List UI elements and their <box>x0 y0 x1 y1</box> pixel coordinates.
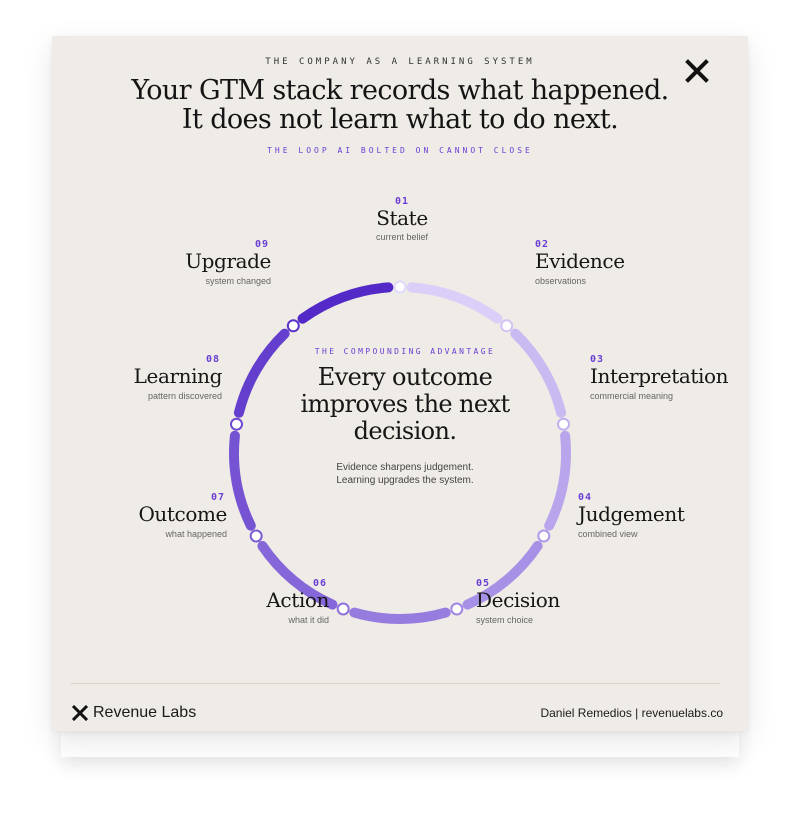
loop-node-dot <box>450 602 464 616</box>
step-description: current belief <box>375 232 429 242</box>
loop-node-dot <box>336 602 350 616</box>
brand-logo[interactable]: Revenue Labs <box>71 704 196 722</box>
step-title: Evidence <box>535 249 625 273</box>
step-description: what it did <box>288 615 329 625</box>
infographic-card: THE COMPANY AS A LEARNING SYSTEM Your GT… <box>52 36 748 731</box>
step-title: Decision <box>476 588 560 612</box>
x-icon[interactable] <box>685 59 709 83</box>
eyebrow: THE COMPANY AS A LEARNING SYSTEM <box>265 57 535 67</box>
center-body: Evidence sharpens judgement. Learning up… <box>262 461 548 487</box>
step-description: observations <box>535 276 587 286</box>
footer-divider <box>71 683 720 684</box>
step-number: 09 <box>254 239 269 250</box>
center-headline: Every outcome improves the next decision… <box>262 364 548 445</box>
loop-arc <box>297 282 394 324</box>
step-description: what happened <box>165 529 227 539</box>
loop-arc <box>462 540 543 610</box>
step-number: 06 <box>312 578 327 589</box>
step-title: Outcome <box>138 502 227 526</box>
card-shadow <box>61 727 739 757</box>
loop-arc <box>229 430 256 531</box>
loop-arc <box>257 540 338 610</box>
step-number: 04 <box>578 492 593 503</box>
step-number: 02 <box>535 239 550 250</box>
step-number: 03 <box>590 354 605 365</box>
center-headline-line: improves the next <box>300 390 511 418</box>
step-title: Interpretation <box>590 364 729 388</box>
loop-step-upgrade: 09 Upgrade system changed <box>185 239 271 286</box>
step-number: 01 <box>394 196 410 207</box>
loop-arc <box>406 282 503 324</box>
byline[interactable]: Daniel Remedios | revenuelabs.co <box>540 706 723 720</box>
x-logo-icon <box>71 705 89 721</box>
center-message: THE COMPOUNDING ADVANTAGE Every outcome … <box>262 347 548 487</box>
loop-arc <box>544 430 571 531</box>
loop-step-action: 06 Action what it did <box>266 578 329 625</box>
step-title: Action <box>266 588 329 612</box>
step-description: system changed <box>205 276 271 286</box>
center-kicker: THE COMPOUNDING ADVANTAGE <box>314 347 496 356</box>
loop-step-judgement: 04 Judgement combined view <box>578 492 685 539</box>
center-body-line: Evidence sharpens judgement. <box>336 462 474 473</box>
loop-step-evidence: 02 Evidence observations <box>535 239 625 286</box>
step-title: Judgement <box>578 502 685 526</box>
step-description: system choice <box>476 615 534 625</box>
loop-ring <box>229 280 571 624</box>
loop-step-state: 01 State current belief <box>352 196 452 242</box>
loop-node-dot <box>557 417 570 431</box>
step-title: Upgrade <box>185 249 271 273</box>
brand-name: Revenue Labs <box>93 704 197 721</box>
step-title: Learning <box>133 364 223 388</box>
headline-line: Your GTM stack records what happened. <box>131 75 669 106</box>
loop-step-interpretation: 03 Interpretation commercial meaning <box>590 354 729 401</box>
loop-node-dot <box>393 280 407 294</box>
center-headline-line: decision. <box>353 417 457 445</box>
step-title: State <box>376 206 428 230</box>
loop-node-dot <box>500 319 514 333</box>
loop-node-dot <box>537 529 551 543</box>
center-headline-line: Every outcome <box>317 363 493 391</box>
center-body-line: Learning upgrades the system. <box>336 475 474 486</box>
step-description: pattern discovered <box>147 391 222 401</box>
loop-arc <box>510 328 567 418</box>
page-title: Your GTM stack records what happened. It… <box>52 76 748 134</box>
loop-step-learning: 08 Learning pattern discovered <box>133 354 223 401</box>
loop-node-dot <box>230 417 243 431</box>
loop-node-dot <box>286 319 300 333</box>
loop-step-decision: 05 Decision system choice <box>476 578 560 625</box>
headline-line: It does not learn what to do next. <box>181 104 619 135</box>
step-number: 05 <box>476 578 491 589</box>
step-description: commercial meaning <box>590 391 674 401</box>
subhead: THE LOOP AI BOLTED ON CANNOT CLOSE <box>267 146 533 155</box>
loop-node-dot <box>249 529 263 543</box>
step-description: combined view <box>578 529 638 539</box>
loop-step-outcome: 07 Outcome what happened <box>138 492 227 539</box>
loop-arc <box>349 607 451 624</box>
step-number: 07 <box>210 492 225 503</box>
step-number: 08 <box>205 354 220 365</box>
loop-arc <box>233 328 290 418</box>
